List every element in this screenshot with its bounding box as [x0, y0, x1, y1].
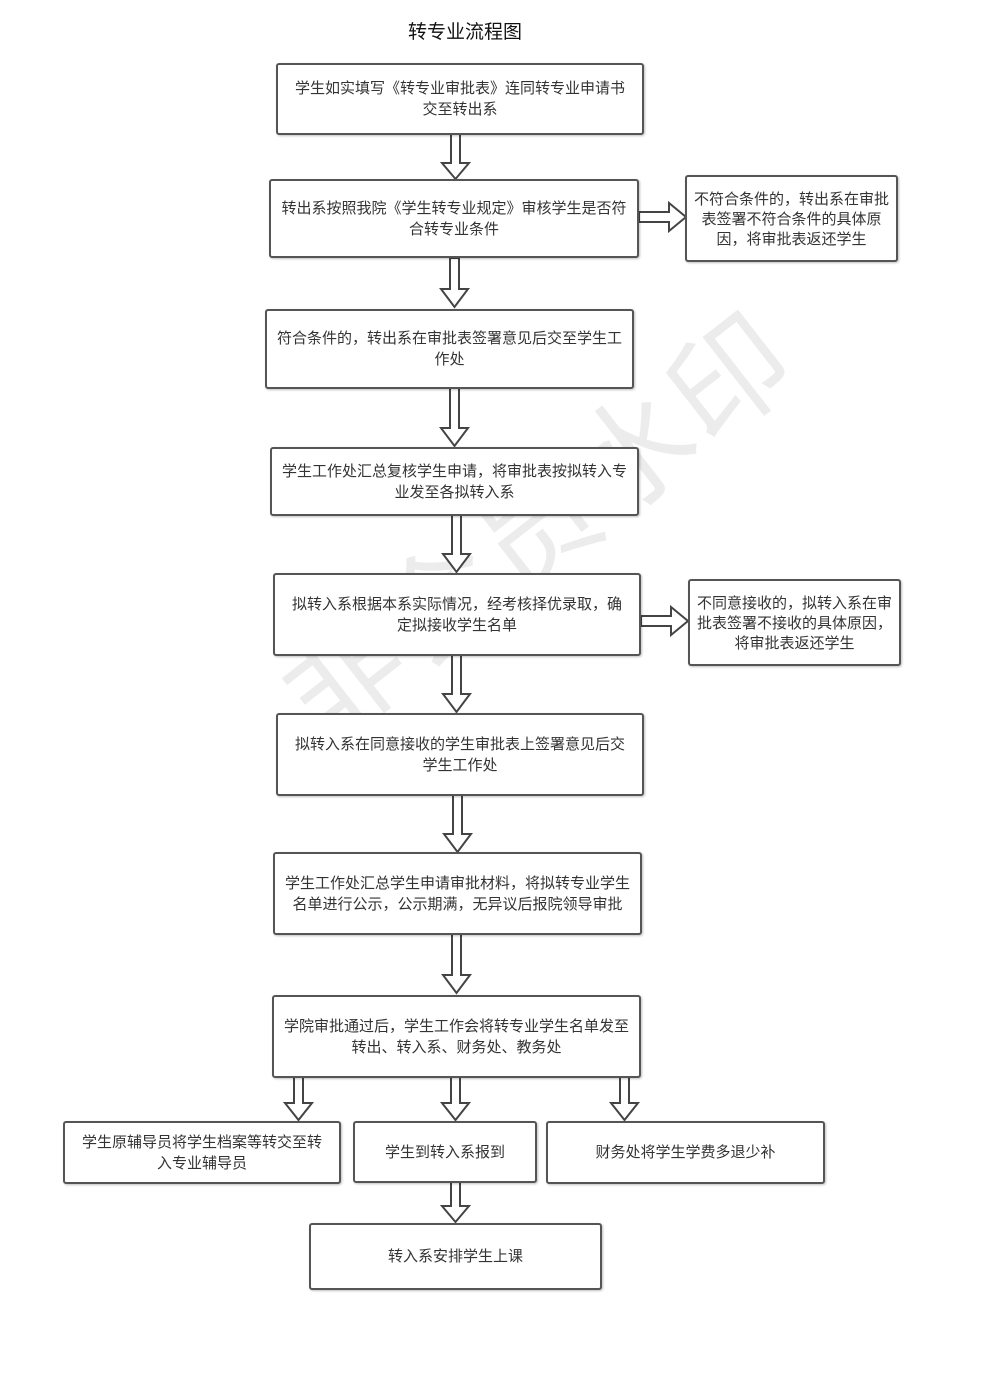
arrow-down: [439, 133, 472, 181]
step-8-box: 学院审批通过后，学生工作会将转专业学生名单发至转出、转入系、财务处、教务处: [272, 995, 641, 1078]
step-6-box: 拟转入系在同意接收的学生审批表上签署意见后交学生工作处: [276, 713, 644, 796]
reject-note-2-text: 不同意接收的，拟转入系在审批表签署不接收的具体原因，将审批表返还学生: [696, 593, 892, 652]
branch-report-box: 学生到转入系报到: [353, 1121, 537, 1183]
reject-note-1-box: 不符合条件的，转出系在审批表签署不符合条件的具体原因，将审批表返还学生: [685, 175, 898, 262]
branch-finance-box: 财务处将学生学费多退少补: [546, 1121, 825, 1184]
final-step-text: 转入系安排学生上课: [387, 1247, 523, 1265]
reject-note-2-box: 不同意接收的，拟转入系在审批表签署不接收的具体原因，将审批表返还学生: [688, 579, 901, 666]
step-5-text: 拟转入系根据本系实际情况，经考核择优录取，确定拟接收学生名单: [291, 594, 622, 634]
step-8-text: 学院审批通过后，学生工作会将转专业学生名单发至转出、转入系、财务处、教务处: [284, 1016, 630, 1056]
final-step-box: 转入系安排学生上课: [309, 1223, 602, 1290]
arrow-down: [441, 933, 472, 995]
step-6-text: 拟转入系在同意接收的学生审批表上签署意见后交学生工作处: [294, 734, 625, 774]
step-3-box: 符合条件的，转出系在审批表签署意见后交至学生工作处: [265, 309, 634, 389]
arrow-right: [640, 604, 690, 638]
step-2-text: 转出系按照我院《学生转专业规定》审核学生是否符合转专业条件: [281, 198, 627, 238]
arrow-down: [441, 514, 472, 574]
step-1-text: 学生如实填写《转专业审批表》连同转专业申请书交至转出系: [294, 79, 625, 118]
arrow-down: [442, 794, 473, 854]
branch-report-text: 学生到转入系报到: [384, 1142, 505, 1161]
step-5-box: 拟转入系根据本系实际情况，经考核择优录取，确定拟接收学生名单: [273, 573, 641, 656]
arrow-down: [439, 257, 470, 309]
step-1-box: 学生如实填写《转专业审批表》连同转专业申请书交至转出系: [276, 63, 644, 135]
arrow-down: [441, 654, 472, 714]
diagram-title: 转专业流程图: [407, 21, 522, 43]
branch-counselor-text: 学生原辅导员将学生档案等转交至转入专业辅导员: [81, 1132, 322, 1172]
step-7-text: 学生工作处汇总学生申请审批材料，将拟转专业学生名单进行公示，公示期满，无异议后报…: [285, 873, 631, 913]
arrow-right: [638, 200, 688, 234]
arrow-down: [282, 1076, 315, 1122]
branch-counselor-box: 学生原辅导员将学生档案等转交至转入专业辅导员: [63, 1121, 341, 1184]
arrow-down: [439, 387, 470, 448]
step-3-text: 符合条件的，转出系在审批表签署意见后交至学生工作处: [277, 329, 623, 368]
step-7-box: 学生工作处汇总学生申请审批材料，将拟转专业学生名单进行公示，公示期满，无异议后报…: [273, 852, 642, 935]
arrow-down: [439, 1181, 472, 1224]
reject-note-1-text: 不符合条件的，转出系在审批表签署不符合条件的具体原因，将审批表返还学生: [693, 189, 889, 248]
arrow-down: [608, 1076, 641, 1122]
step-4-text: 学生工作处汇总复核学生申请，将审批表按拟转入专业发至各拟转入系: [282, 461, 628, 501]
branch-finance-text: 财务处将学生学费多退少补: [595, 1143, 776, 1161]
step-2-box: 转出系按照我院《学生转专业规定》审核学生是否符合转专业条件: [269, 179, 639, 258]
arrow-down: [439, 1076, 472, 1122]
step-4-box: 学生工作处汇总复核学生申请，将审批表按拟转入专业发至各拟转入系: [270, 447, 639, 516]
